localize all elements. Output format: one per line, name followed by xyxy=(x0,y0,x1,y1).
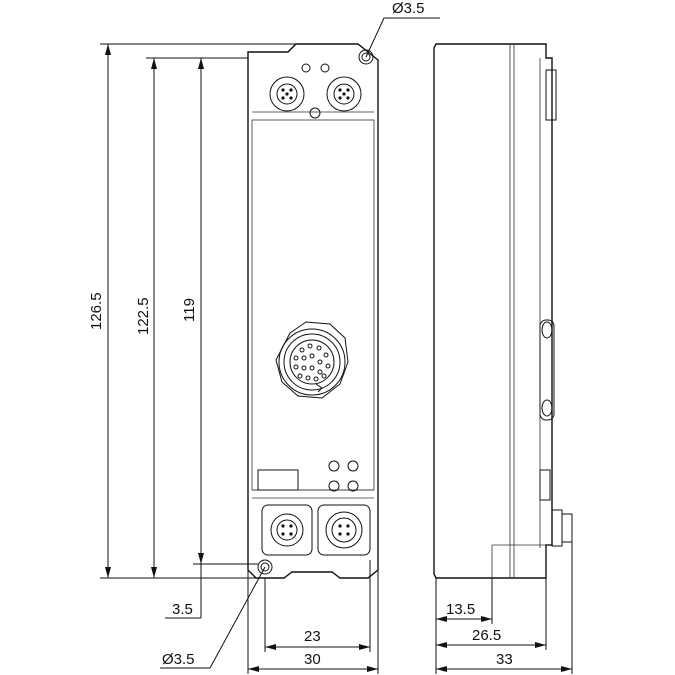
bottom-mounting-hole xyxy=(257,559,273,575)
dim-side-offset-mid: 26.5 xyxy=(472,627,501,644)
top-left-connector xyxy=(269,76,305,112)
dim-height-mid: 122.5 xyxy=(135,297,152,335)
side-top-connector xyxy=(545,69,557,121)
dim-height-total: 126.5 xyxy=(88,292,105,330)
side-bottom-tab xyxy=(539,469,551,501)
bottom-left-connector xyxy=(261,504,313,556)
dim-width-inner: 23 xyxy=(304,628,321,645)
top-right-connector xyxy=(326,76,362,112)
dim-side-depth: 33 xyxy=(496,651,513,668)
led-a1 xyxy=(328,460,340,472)
top-led-2 xyxy=(320,63,330,73)
dim-offset-bottom: 3.5 xyxy=(172,601,193,618)
label-field xyxy=(257,469,299,491)
central-connector xyxy=(275,321,349,399)
side-view xyxy=(433,43,573,579)
dim-width-total: 30 xyxy=(304,651,321,668)
dimension-lines xyxy=(100,17,573,674)
led-b1 xyxy=(328,480,340,492)
dim-height-inner: 119 xyxy=(181,298,198,322)
led-a2 xyxy=(347,460,359,472)
top-led-3 xyxy=(309,107,321,119)
front-view xyxy=(247,43,379,579)
dim-hole-bottom: Ø3.5 xyxy=(162,651,195,668)
side-housing-outline xyxy=(433,43,553,579)
side-bottom-connector-tip xyxy=(561,513,573,543)
dim-hole-top: Ø3.5 xyxy=(392,0,425,17)
side-mid-connector-bottom xyxy=(541,399,553,417)
side-mid-connector xyxy=(539,319,555,421)
side-bottom-connector xyxy=(551,509,563,547)
top-led-1 xyxy=(301,63,311,73)
top-mounting-hole xyxy=(358,49,374,65)
led-b2 xyxy=(347,480,359,492)
bottom-mounting-hole-inner xyxy=(260,562,270,572)
side-mid-connector-top xyxy=(541,321,553,339)
top-mounting-hole-inner xyxy=(361,52,371,62)
dim-side-offset-small: 13.5 xyxy=(446,601,475,618)
bottom-right-connector xyxy=(317,504,371,556)
